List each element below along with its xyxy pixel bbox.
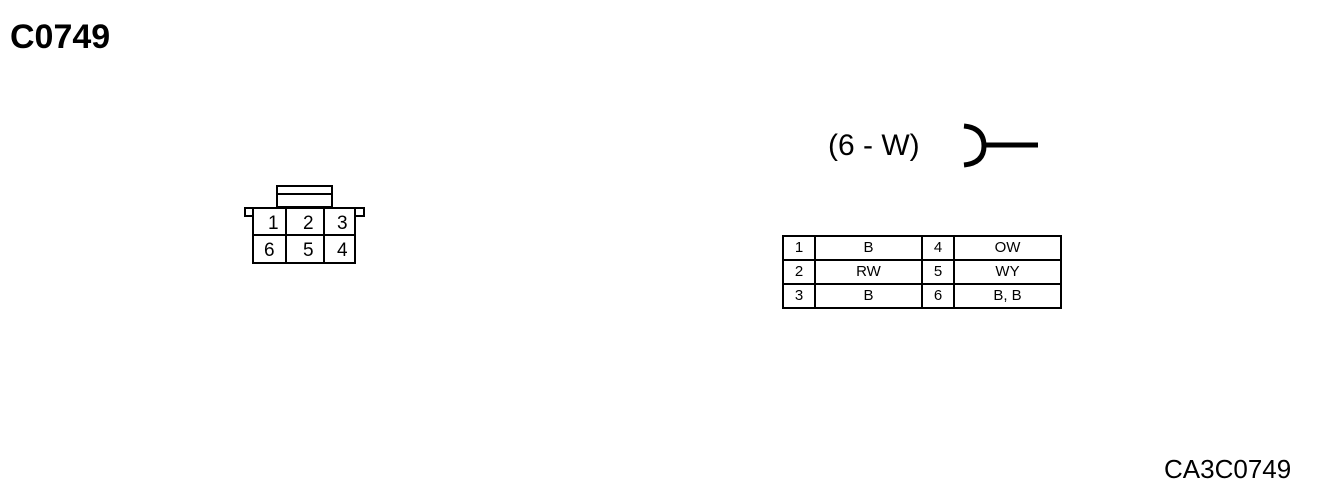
wire-color: WY [953,259,1062,285]
pinout-table: 1 B 4 OW 2 RW 5 WY 3 B 6 B, B [782,235,1062,309]
table-row: 3 B 6 B, B [782,283,1062,309]
pin-number: 4 [921,235,955,261]
diagram-code: CA3C0749 [1164,454,1292,484]
face-pin-3: 3 [337,213,348,234]
pin-number: 3 [782,283,816,309]
wire-color: OW [953,235,1062,261]
female-connector-symbol [963,123,1038,168]
pin-number: 1 [782,235,816,261]
face-pin-6: 6 [264,240,275,261]
face-pin-4: 4 [337,240,348,261]
connector-id-title: C0749 [10,18,111,56]
wire-color: B, B [953,283,1062,309]
face-pin-5: 5 [303,240,314,261]
pin-number: 2 [782,259,816,285]
pin-number: 5 [921,259,955,285]
face-pin-2: 2 [303,213,314,234]
pin-number: 6 [921,283,955,309]
table-row: 2 RW 5 WY [782,259,1062,285]
connector-type-label: (6 - W) [828,129,920,162]
table-row: 1 B 4 OW [782,235,1062,261]
connector-lock-tab [276,185,333,208]
wire-color: B [814,235,923,261]
face-pin-1: 1 [268,213,279,234]
wire-color: B [814,283,923,309]
wire-color: RW [814,259,923,285]
connector-face [244,185,365,264]
